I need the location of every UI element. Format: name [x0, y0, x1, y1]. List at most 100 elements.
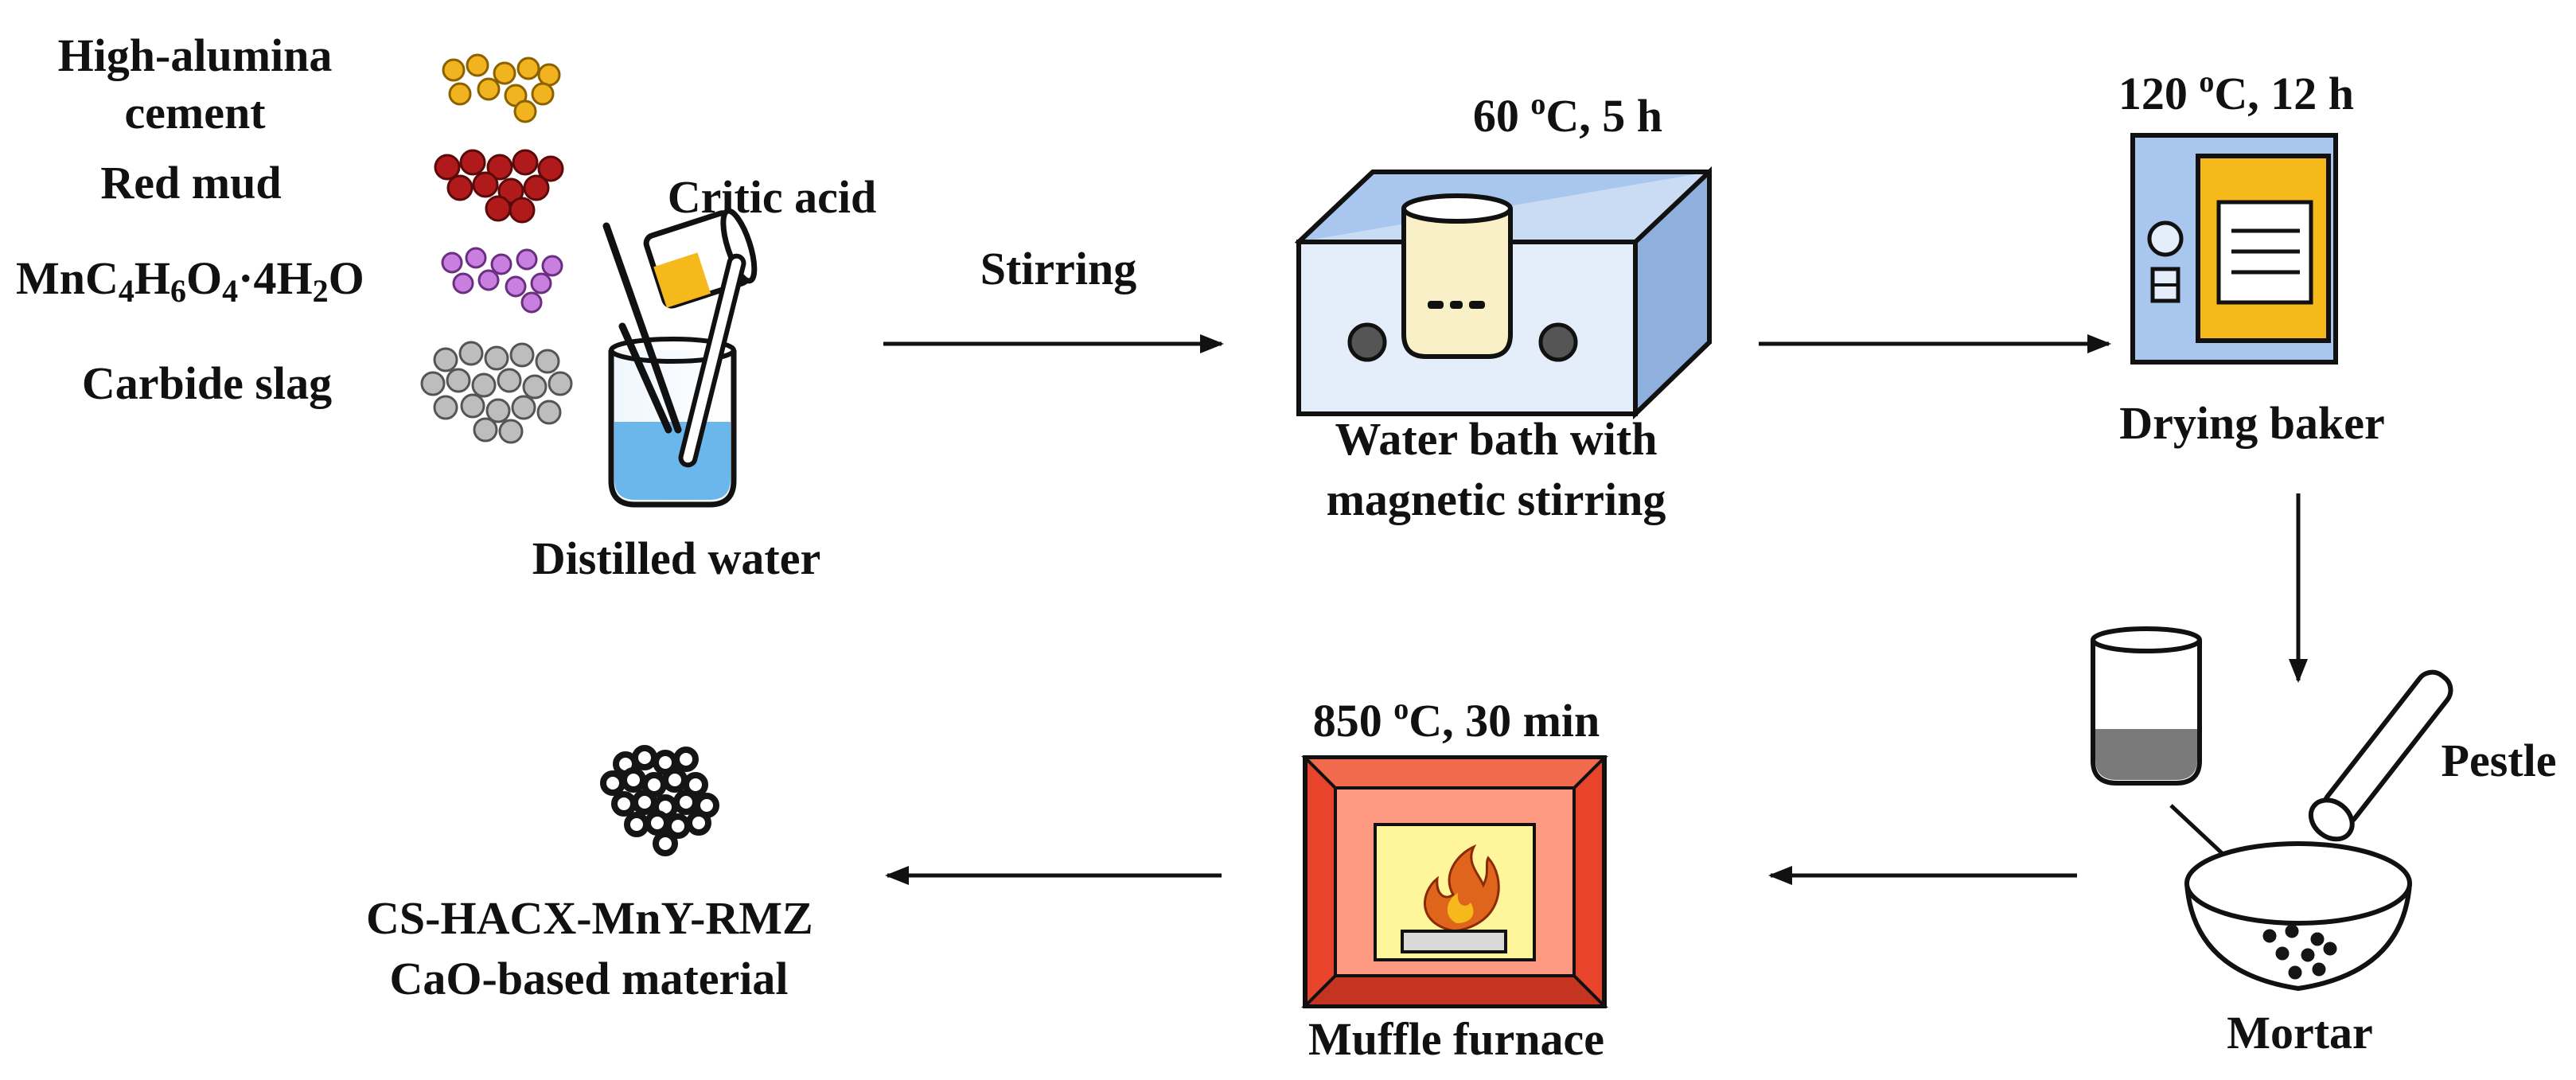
label-high-alumina: High-alumina — [28, 29, 362, 83]
particle — [541, 255, 563, 277]
particle — [686, 810, 711, 836]
particle — [442, 58, 466, 82]
particle — [433, 395, 458, 420]
knob-icon — [1347, 322, 1387, 362]
product-particles — [600, 745, 719, 856]
flame-icon — [1423, 844, 1500, 933]
particle — [2301, 948, 2315, 962]
stirring-text: Stirring — [980, 243, 1137, 294]
drying-oven-icon — [2130, 133, 2338, 365]
particle — [2262, 929, 2277, 943]
particle — [477, 77, 501, 101]
mortar-bowl-icon — [2184, 841, 2412, 992]
particle — [460, 393, 485, 419]
formula-subscript: 4 — [222, 273, 239, 309]
powder-beaker-icon — [2091, 626, 2202, 786]
particle — [530, 272, 552, 294]
formula-part: ·4H — [238, 252, 313, 304]
particle — [498, 419, 524, 444]
carbide-slag-text: Carbide slag — [81, 357, 333, 409]
particle — [446, 368, 471, 393]
temperature-text: C, 5 h — [1545, 90, 1663, 142]
distilled-water-text: Distilled water — [532, 532, 821, 584]
particle — [531, 82, 555, 106]
water-bath-stirrer-icon — [1294, 166, 1712, 420]
alumina-line1: High-alumina — [57, 29, 333, 81]
water-bath-line2: magnetic stirring — [1326, 474, 1666, 525]
label-dryer-temperature: 120 oC, 12 h — [2085, 67, 2387, 121]
water-bath-line1: Water bath with — [1335, 413, 1658, 465]
particle — [537, 155, 564, 182]
label-drying-baker: Drying baker — [2093, 396, 2411, 450]
particle — [493, 61, 516, 85]
citric-acid-text: Critic acid — [667, 171, 877, 223]
formula-subscript: 6 — [170, 273, 187, 309]
particle — [458, 341, 484, 366]
muffle-furnace-icon — [1301, 755, 1608, 1008]
particle — [535, 349, 560, 374]
particle — [505, 275, 527, 298]
particle — [621, 767, 646, 793]
particle — [611, 791, 637, 817]
label-carbide-slag: Carbide slag — [48, 357, 366, 411]
particle — [477, 269, 500, 291]
label-red-mud: Red mud — [48, 156, 334, 210]
particle — [485, 398, 511, 423]
particle — [516, 57, 540, 80]
label-furnace-temperature: 850 oC, 30 min — [1273, 694, 1639, 748]
label-mortar: Mortar — [2180, 1006, 2419, 1060]
particle — [516, 248, 538, 271]
glass-rod-icon — [602, 222, 682, 434]
label-distilled-water: Distilled water — [477, 532, 875, 586]
label-mn-acetate: MnC4H6O4·4H2O — [16, 251, 430, 309]
pestle-text: Pestle — [2441, 735, 2557, 786]
label-muffle-furnace: Muffle furnace — [1257, 1012, 1655, 1066]
particle — [509, 342, 535, 368]
particle — [2312, 962, 2326, 977]
formula-part: MnC — [16, 252, 119, 304]
manganese-acetate-particles — [441, 247, 563, 314]
muffle-furnace-text: Muffle furnace — [1307, 1013, 1605, 1065]
formula-part: H — [134, 252, 171, 304]
drying-baker-text: Drying baker — [2119, 397, 2385, 449]
particle — [434, 154, 461, 181]
particle — [522, 374, 548, 400]
ground-powder-particles — [2262, 924, 2337, 980]
label-stirring: Stirring — [939, 242, 1178, 296]
particle — [632, 745, 657, 770]
high-alumina-cement-particles — [442, 53, 561, 123]
red-mud-particles — [434, 149, 564, 224]
particle — [523, 174, 550, 201]
particle — [459, 149, 486, 176]
formula-subscript: 2 — [312, 273, 329, 309]
particle — [446, 174, 474, 201]
particle — [548, 371, 573, 396]
particle — [433, 347, 458, 372]
label-citric-acid: Critic acid — [637, 170, 907, 224]
particle — [512, 149, 539, 176]
particle — [485, 195, 512, 222]
formula-part: O — [328, 252, 364, 304]
particle — [420, 371, 446, 396]
particle — [497, 368, 522, 393]
label-water-bath-2: magnetic stirring — [1257, 473, 1735, 527]
formula-subscript: 4 — [118, 273, 134, 309]
particle — [2323, 942, 2337, 956]
particle — [509, 197, 536, 224]
particle — [484, 345, 509, 371]
mortar-text: Mortar — [2227, 1007, 2373, 1059]
degree-symbol: o — [1530, 88, 1546, 121]
label-product-1: CS-HACX-MnY-RMZ — [366, 891, 813, 945]
particle — [536, 400, 562, 425]
particle — [472, 171, 499, 198]
particle — [513, 99, 537, 123]
particle — [673, 747, 699, 772]
label-cement: cement — [28, 86, 362, 140]
degree-symbol: o — [2199, 65, 2215, 99]
particle — [673, 790, 699, 815]
alumina-line2: cement — [124, 87, 266, 138]
formula-part: O — [186, 252, 223, 304]
product-line2: CaO-based material — [389, 953, 789, 1004]
